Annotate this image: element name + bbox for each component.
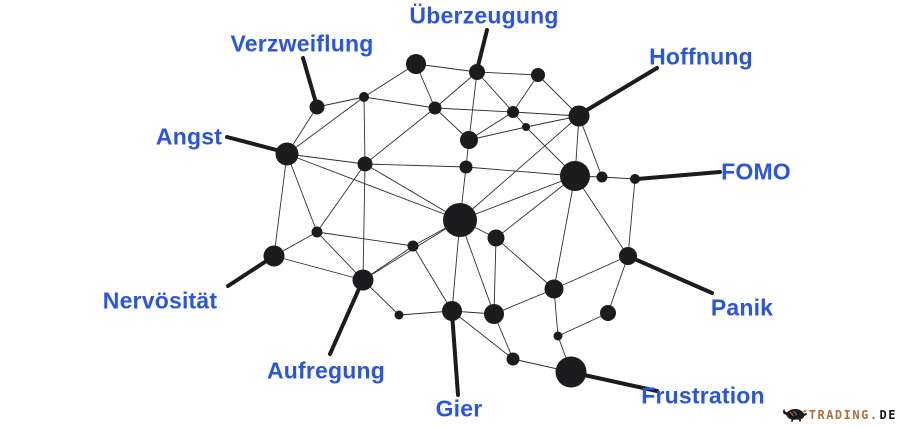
graph-nodes bbox=[263, 54, 640, 388]
emotion-label-panik: Panik bbox=[710, 294, 774, 321]
emotion-label-verzweiflung: Verzweiflung bbox=[230, 30, 374, 57]
emotion-label-ueberzeugung: Überzeugung bbox=[409, 2, 559, 29]
emotion-label-fomo: FOMO bbox=[721, 158, 791, 185]
emotion-label-angst: Angst bbox=[155, 123, 223, 150]
logo-text-trading: TRADING. bbox=[808, 408, 879, 422]
emotion-label-frustration: Frustration bbox=[641, 382, 765, 409]
bull-icon bbox=[782, 408, 807, 422]
emotion-label-gier: Gier bbox=[435, 395, 483, 422]
emotion-label-aufregung: Aufregung bbox=[266, 357, 386, 384]
label-connector-lines bbox=[225, 28, 722, 397]
emotion-label-hoffnung: Hoffnung bbox=[649, 43, 753, 70]
tradingde-logo: TRADING.DE bbox=[782, 406, 897, 424]
logo-text-de: DE bbox=[879, 408, 897, 422]
emotion-label-nervositaet: Nervösität bbox=[102, 287, 218, 314]
